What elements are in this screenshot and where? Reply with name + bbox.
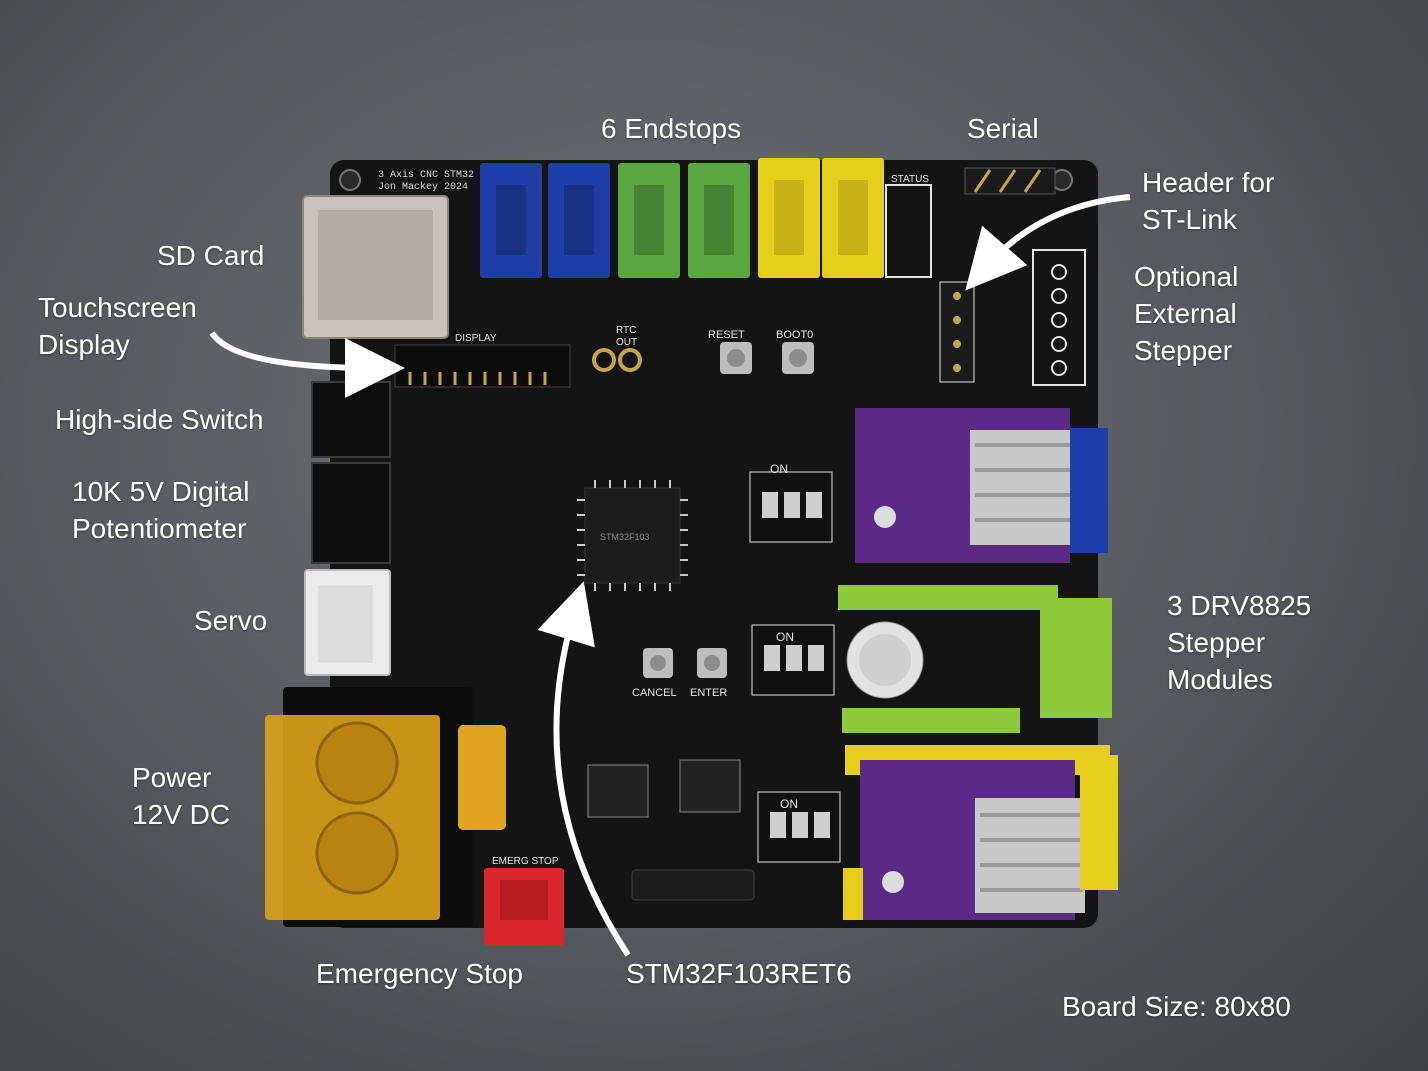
svg-text:STATUS: STATUS <box>891 174 929 185</box>
svg-text:ENTER: ENTER <box>690 687 727 699</box>
label-board-size: Board Size: 80x80 <box>1062 991 1291 1022</box>
svg-text:OUT: OUT <box>616 337 637 348</box>
stm32-chip <box>584 487 681 584</box>
label-serial: Serial <box>967 113 1039 144</box>
svg-text:STM32F103: STM32F103 <box>600 532 650 542</box>
power-terminal <box>265 687 506 927</box>
mcu-arrow <box>537 581 631 957</box>
bottom-header <box>631 869 755 901</box>
svg-text:DISPLAY: DISPLAY <box>455 333 497 344</box>
label-emergency-stop: Emergency Stop <box>316 958 523 989</box>
label-power: Power 12V DC <box>132 762 231 830</box>
external-stepper-header <box>1032 249 1086 386</box>
label-sd-card: SD Card <box>157 240 265 271</box>
label-stlink: Header for ST-Link <box>1142 167 1275 235</box>
svg-text:ON: ON <box>776 630 794 644</box>
serial-header <box>964 167 1056 195</box>
mounting-hole <box>339 169 361 191</box>
stepper-driver <box>855 408 1080 563</box>
label-mcu: STM32F103RET6 <box>626 958 852 989</box>
regulator <box>587 764 649 818</box>
stepper-driver <box>843 745 1118 920</box>
svg-text:EMERG STOP: EMERG STOP <box>492 856 559 867</box>
label-potentiometer: 10K 5V Digital Potentiometer <box>72 476 250 544</box>
stlink-arrow <box>965 194 1131 291</box>
label-external-stepper: Optional External Stepper <box>1134 261 1239 366</box>
green-driver-socket <box>838 585 1112 733</box>
label-servo: Servo <box>194 605 268 636</box>
label-endstops: 6 Endstops <box>601 113 742 144</box>
regulator <box>679 759 741 813</box>
dip-switches <box>749 471 841 863</box>
touchscreen-arrow <box>209 331 405 398</box>
svg-text:CANCEL: CANCEL <box>632 687 677 699</box>
svg-text:BOOT0: BOOT0 <box>776 329 813 341</box>
svg-text:RESET: RESET <box>708 329 745 341</box>
svg-text:ON: ON <box>780 797 798 811</box>
svg-text:ON: ON <box>770 462 788 476</box>
silk-title: 3 Axis CNC STM32 <box>378 169 474 181</box>
label-touchscreen: Touchscreen Display <box>38 292 197 360</box>
status-header <box>885 184 932 278</box>
label-stepper-modules: 3 DRV8825 Stepper Modules <box>1167 590 1312 695</box>
label-high-side: High-side Switch <box>55 404 264 435</box>
high-side-switch-connector <box>311 381 391 458</box>
endstop-connectors <box>480 158 884 278</box>
svg-text:RTC: RTC <box>616 325 636 336</box>
potentiometer-connector <box>311 462 391 564</box>
silk-author: Jon Mackey 2024 <box>378 181 468 193</box>
stlink-header <box>939 281 975 383</box>
